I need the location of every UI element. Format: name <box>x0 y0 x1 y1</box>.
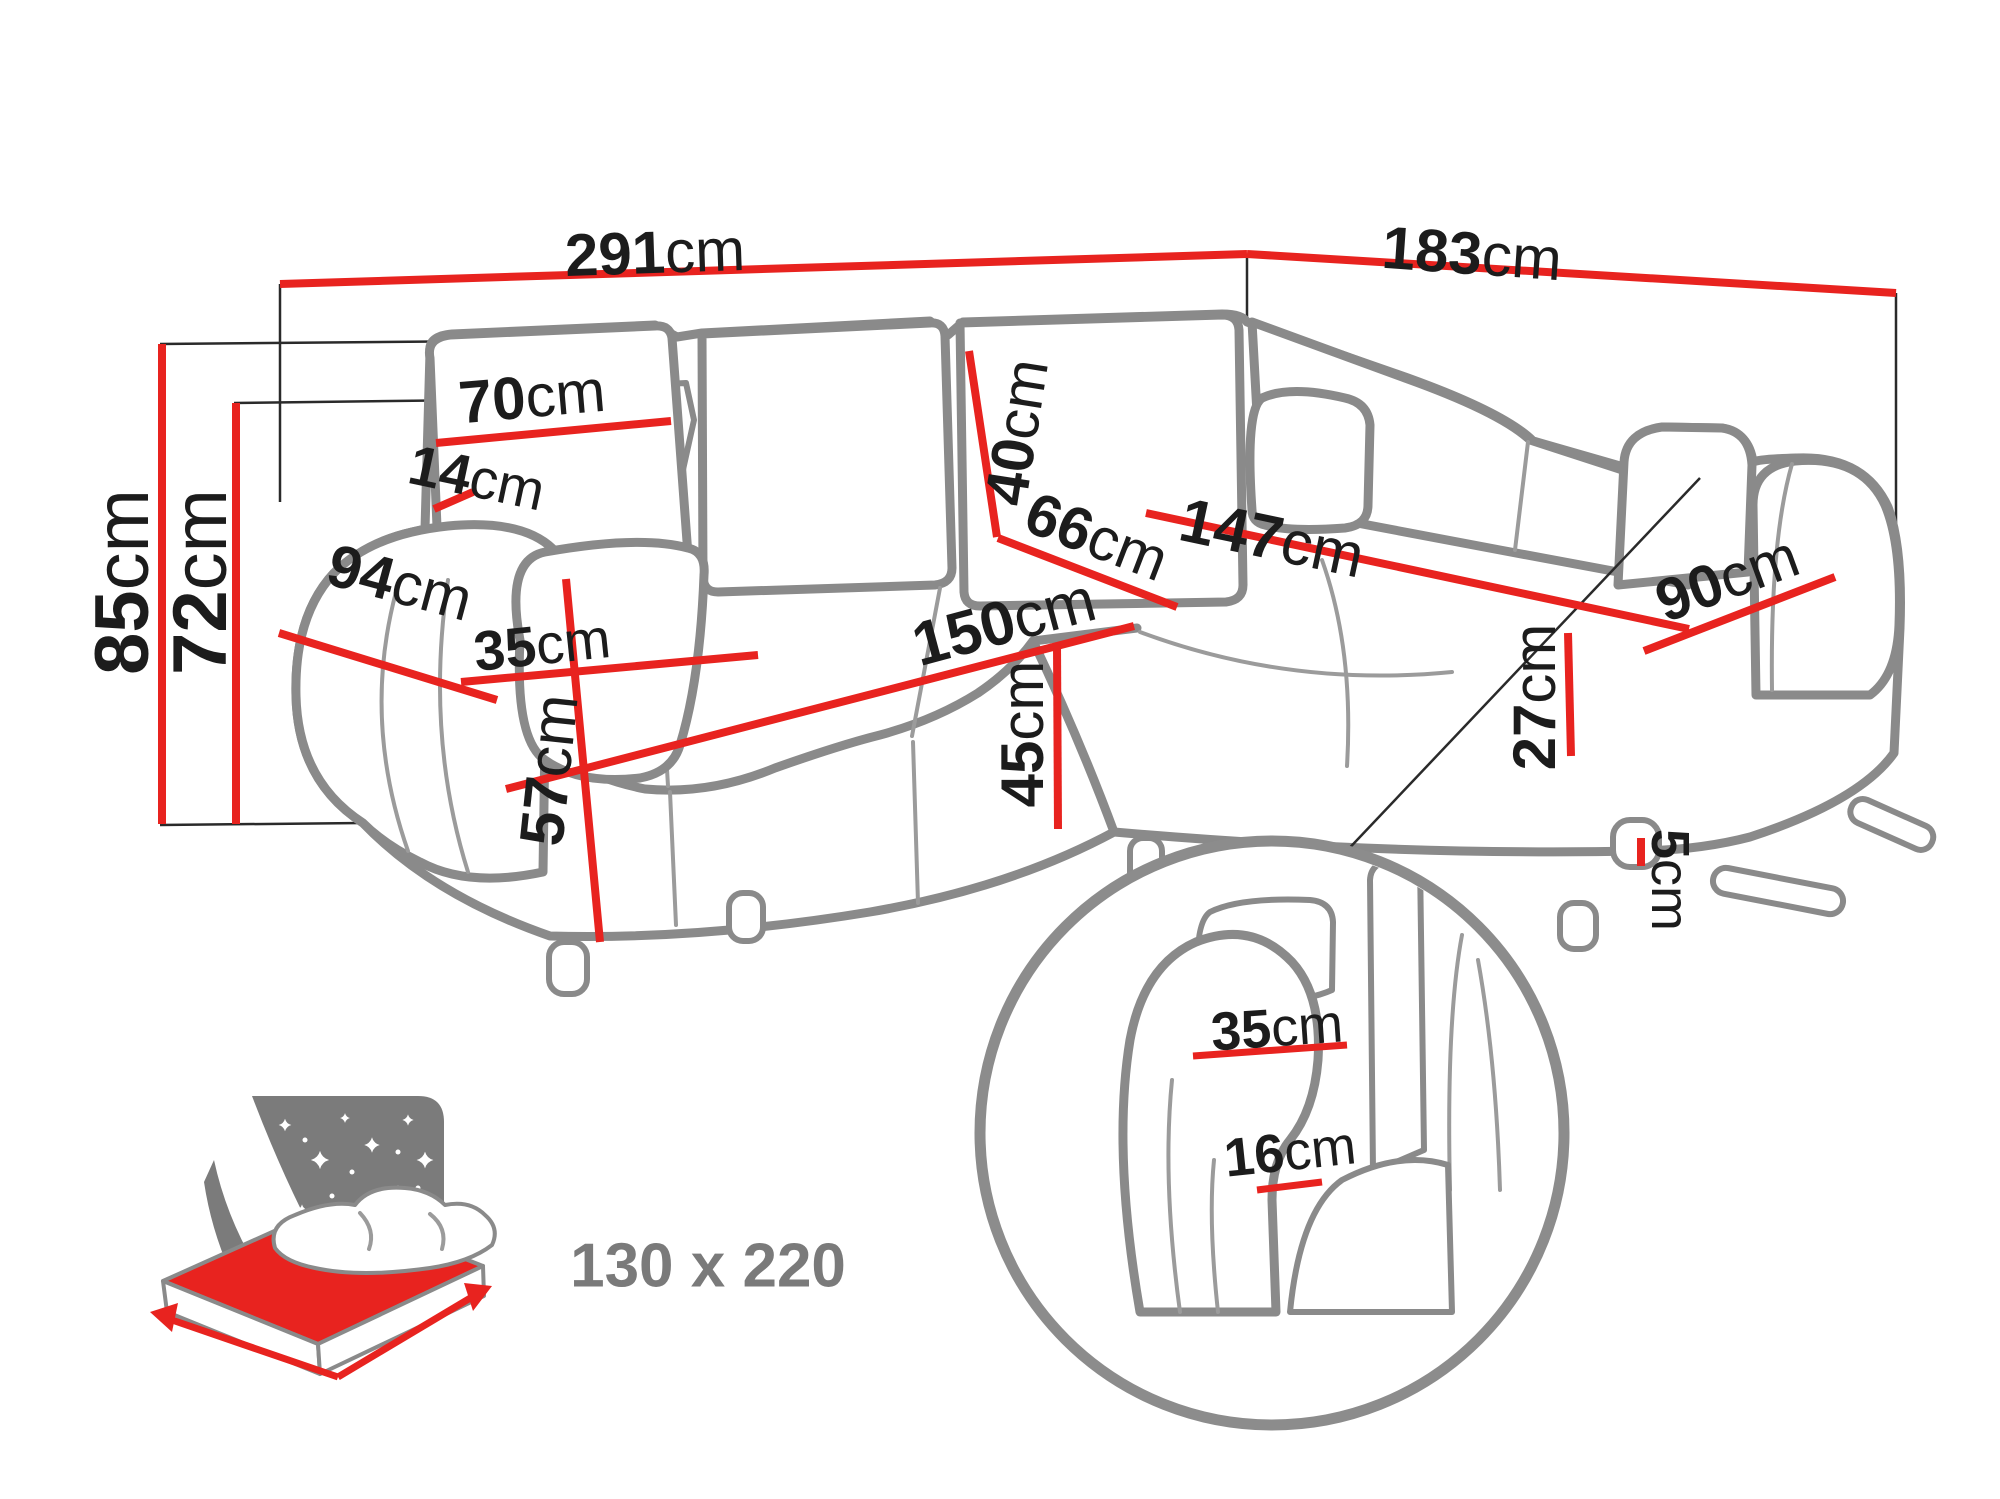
dim-armrest-height-label: 57cm <box>507 691 591 849</box>
dim-detail-16-line <box>1256 1178 1323 1194</box>
dim-back-cushion-height-line <box>965 350 1001 538</box>
dim-armrest-width-line <box>460 651 759 686</box>
dim-backrest-height-label: 72cm <box>158 489 243 675</box>
dim-back-frame-label: 14cm <box>403 432 550 522</box>
dim-back-cushion-width-label: 70cm <box>456 356 608 436</box>
dim-corner-depth-line <box>996 534 1179 611</box>
dim-back-cushion-width-line <box>435 417 672 447</box>
left-armrest <box>291 520 572 883</box>
detail-leader-line <box>1321 477 1701 878</box>
dim-detail-16-label: 16cm <box>1221 1115 1359 1188</box>
dim-chaise-cushion-line <box>1564 632 1575 757</box>
dim-armrest-depth-line <box>277 629 499 704</box>
sofa-legs <box>546 795 1937 997</box>
dim-armrest-height-line <box>562 578 604 943</box>
throw-pillow-corner <box>1245 387 1375 534</box>
dim-seat-width-line <box>504 622 1136 793</box>
dim-seat-height-label: 45cm <box>989 661 1056 808</box>
dim-chaise-length-line <box>1145 509 1690 633</box>
size-arrows <box>150 1283 492 1381</box>
dim-seat-height-line <box>1053 644 1062 830</box>
dimension-lines <box>158 250 1897 943</box>
duvet <box>271 1185 497 1275</box>
dim-total-depth-label: 183cm <box>1380 213 1564 292</box>
dim-armrest-width-label: 35cm <box>471 606 614 683</box>
sleeping-area-icon: 130 x 220 <box>150 1096 846 1381</box>
dim-total-depth-line <box>1246 250 1897 297</box>
dim-back-frame-line <box>432 488 475 513</box>
back-cushion-2 <box>697 318 957 597</box>
dim-total-width-label: 291cm <box>564 215 746 288</box>
dim-back-cushion-height-label: 40cm <box>971 354 1060 509</box>
back-cushion-3 <box>955 310 1248 611</box>
armrest-cross-section <box>1118 858 1502 1317</box>
dim-total-width-line <box>279 250 1248 288</box>
dim-detail-35-label: 35cm <box>1209 993 1345 1062</box>
dim-total-height-label: 85cm <box>80 489 165 675</box>
chaise-headrest <box>1613 422 1757 590</box>
dim-chaise-cushion-label: 27cm <box>1501 624 1568 771</box>
dim-detail-35-line <box>1192 1041 1348 1060</box>
armrest-detail-circle <box>974 477 1701 1431</box>
sleeping-size-label: 130 x 220 <box>570 1232 846 1301</box>
dim-leg-height-label: 5cm <box>1640 829 1700 931</box>
dim-chaise-width-line <box>1642 573 1837 655</box>
